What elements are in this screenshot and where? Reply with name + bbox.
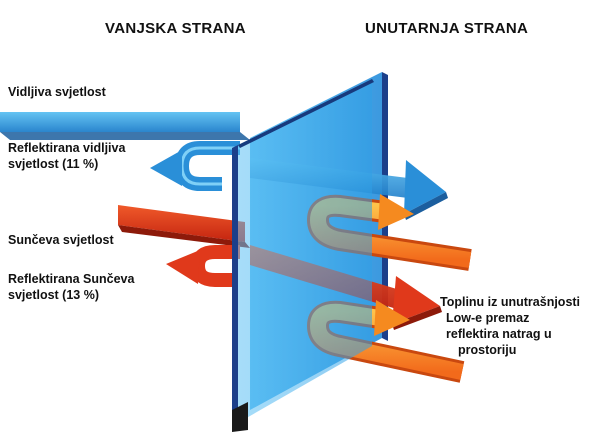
- label-lowe-line1: Toplinu iz unutrašnjosti: [440, 295, 581, 309]
- label-reflected-solar-light: Reflektirana Sunčeva svjetlost (13 %): [8, 271, 134, 303]
- solar-light-arrow-incoming: [118, 205, 250, 248]
- label-lowe-line2: Low-e premaz: [446, 311, 530, 325]
- label-lowe-coating: Toplinu iz unutrašnjosti Low-e premaz re…: [440, 294, 598, 358]
- label-reflected-visible-light: Reflektirana vidljiva svjetlost (11 %): [8, 140, 125, 172]
- reflected-solar-light-arrow: [166, 245, 240, 287]
- label-solar-light: Sunčeva svjetlost: [8, 233, 114, 247]
- label-reflected-solar-line1: Reflektirana Sunčeva: [8, 272, 135, 286]
- reflected-visible-light-arrow: [150, 141, 240, 191]
- label-lowe-line3: reflektira natrag u: [446, 327, 552, 341]
- label-reflected-visible-line2: svjetlost (11 %): [8, 157, 99, 171]
- glass-pane-front: [232, 79, 374, 432]
- label-visible-light: Vidljiva svjetlost: [8, 85, 106, 99]
- outside-header: VANJSKA STRANA: [105, 20, 246, 37]
- label-reflected-solar-line2: svjetlost (13 %): [8, 288, 100, 302]
- label-reflected-visible-line1: Reflektirana vidljiva: [8, 141, 126, 155]
- inside-header: UNUTARNJA STRANA: [365, 20, 529, 37]
- visible-light-arrow-incoming: [0, 112, 250, 140]
- label-lowe-line4: prostoriju: [458, 343, 517, 357]
